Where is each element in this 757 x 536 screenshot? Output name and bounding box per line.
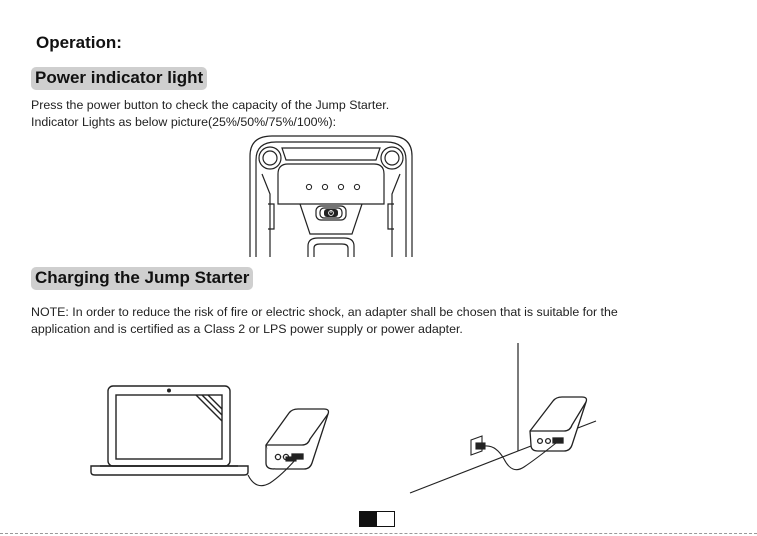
laptop-icon: [90, 385, 249, 476]
instruction-line-2: Indicator Lights as below picture(25%/50…: [31, 114, 337, 129]
charging-cable: [484, 442, 557, 471]
section-title-charging: Charging the Jump Starter: [31, 267, 254, 290]
charging-note: NOTE: In order to reduce the risk of fir…: [31, 304, 618, 337]
note-line-2: application and is certified as a Class …: [31, 321, 463, 336]
power-button-icon: [324, 209, 338, 217]
instruction-line-1: Press the power button to check the capa…: [31, 98, 390, 112]
page-indicator: [359, 511, 395, 527]
indicator-light-50: [321, 183, 329, 191]
indicator-light-75: [337, 183, 345, 191]
jump-starter-icon-2: [529, 396, 588, 452]
laptop-charging-illustration: [90, 385, 330, 487]
indicator-lights: [305, 183, 361, 191]
usb-cable-icon: [247, 456, 297, 487]
bottom-dashed-rule: [0, 533, 757, 534]
indicator-light-25: [305, 183, 313, 191]
note-line-1: NOTE: In order to reduce the risk of fir…: [31, 305, 618, 319]
jump-starter-icon: [265, 408, 330, 470]
jump-starter-top-illustration: [249, 135, 413, 257]
indicator-light-100: [353, 183, 361, 191]
page-title: Operation:: [36, 33, 122, 52]
wall-socket-icon: [470, 435, 486, 456]
power-indicator-instructions: Press the power button to check the capa…: [31, 97, 389, 130]
wall-charging-illustration: [409, 343, 597, 494]
section-title-power-indicator: Power indicator light: [31, 67, 208, 90]
